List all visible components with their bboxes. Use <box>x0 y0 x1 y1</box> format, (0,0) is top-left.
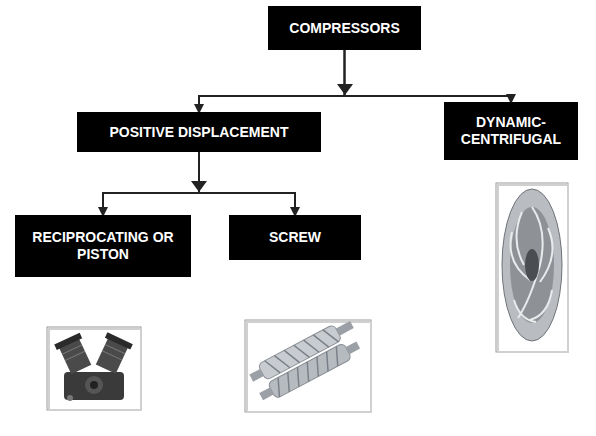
box-label: SCREW <box>269 229 321 246</box>
box-label: RECIPROCATING OR PISTON <box>23 229 183 263</box>
screw-rotors-picture <box>245 317 371 412</box>
category-box: POSITIVE DISPLACEMENT <box>77 112 321 152</box>
type-box: RECIPROCATING OR PISTON <box>15 215 191 277</box>
root-box: COMPRESSORS <box>268 6 421 50</box>
piston-compressor-picture <box>47 327 141 410</box>
impeller-picture <box>496 183 568 352</box>
connector-arrow <box>199 50 345 112</box>
connector-arrow <box>199 152 295 215</box>
connector-arrow <box>103 152 199 215</box>
box-label: COMPRESSORS <box>289 20 399 37</box>
category-box: DYNAMIC- CENTRIFUGAL <box>444 102 578 160</box>
box-label: POSITIVE DISPLACEMENT <box>110 124 289 141</box>
box-label: DYNAMIC- CENTRIFUGAL <box>452 114 570 148</box>
connector-arrow <box>345 50 512 102</box>
type-box: SCREW <box>229 215 361 260</box>
